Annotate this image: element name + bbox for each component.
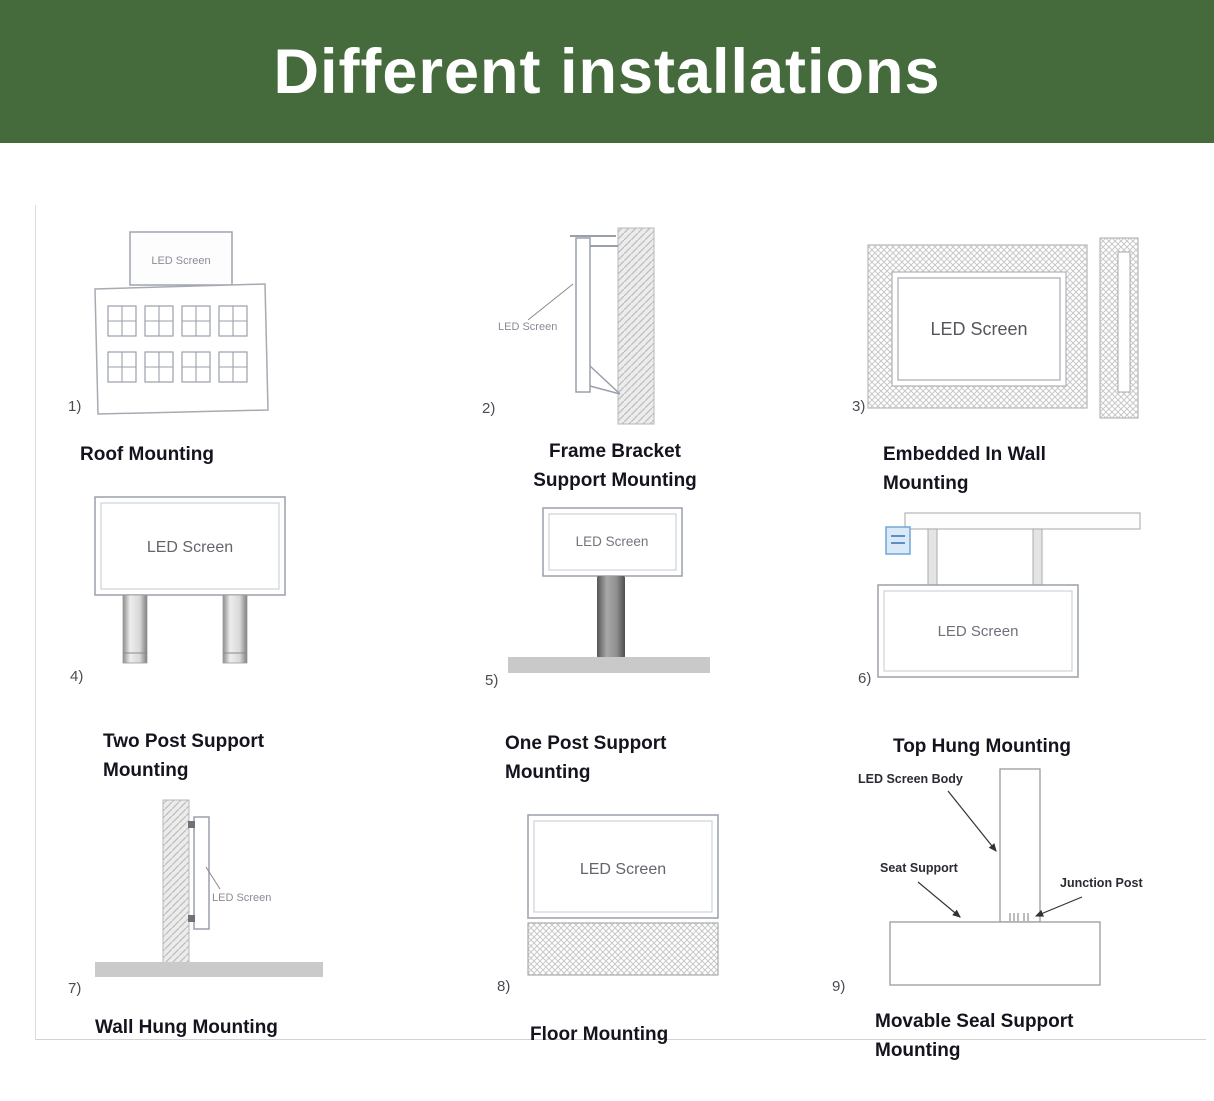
led-screen-label: LED Screen: [938, 623, 1019, 640]
caption-movable-seal-mounting: Movable Seal Support Mounting: [875, 1011, 1074, 1061]
frame-bracket-diagram: LED Screen: [498, 227, 655, 425]
led-screen-body-label: LED Screen Body: [858, 772, 963, 786]
top-hung-diagram: LED Screen: [877, 512, 1141, 678]
roof-mounting-diagram: LED Screen: [94, 231, 269, 415]
content-frame: [35, 205, 1206, 1040]
header-banner: Different installations: [0, 0, 1214, 143]
figure-number-6: 6): [858, 670, 872, 687]
embedded-wall-diagram: LED Screen: [867, 237, 1139, 419]
ground-base: [95, 962, 323, 977]
cell-movable-seal-mounting: LED Screen Body Seat Support Junction Po…: [820, 755, 1180, 1075]
mounting-clips: [188, 821, 195, 922]
led-screen-label: LED Screen: [576, 534, 649, 549]
bottom-brace: [589, 365, 621, 395]
caption-wall-hung-mounting: Wall Hung Mounting: [95, 1017, 278, 1038]
hanging-brackets: [927, 528, 1043, 588]
figure-number-9: 9): [832, 978, 846, 995]
cell-floor-mounting: LED Screen 8) Floor Mounting: [495, 808, 745, 1078]
hoist-icon: [885, 526, 911, 555]
support-post: [597, 576, 625, 658]
caption-two-post-mounting: Two Post Support Mounting: [103, 731, 265, 781]
led-screen-label: LED Screen: [212, 892, 271, 904]
junction-post-label: Junction Post: [1060, 876, 1143, 890]
led-screen-box: [527, 814, 719, 919]
building-body: [94, 283, 269, 415]
rooftop-led-screen-box: [129, 231, 233, 286]
led-screen-inner-frame: [548, 513, 677, 571]
led-screen-box: [877, 584, 1079, 678]
wall-hatch-texture: [617, 227, 655, 425]
led-screen-label: LED Screen: [930, 319, 1027, 339]
led-screen-panel: [193, 816, 210, 930]
cell-one-post-mounting: LED Screen 5) One Post Support Mounting: [475, 500, 745, 800]
led-screen-inner-frame: [533, 820, 713, 913]
led-screen-inner-frame: [883, 590, 1073, 672]
cell-embedded-wall-mounting: LED Screen 3) Embedded In Wall Mounting: [830, 232, 1160, 522]
floor-plinth: [527, 922, 719, 976]
cell-two-post-mounting: LED Screen 4) Two Post Support Mounting: [60, 490, 330, 790]
seat-arrow: [917, 881, 961, 918]
screen-recess: [891, 271, 1067, 387]
caption-floor-mounting: Floor Mounting: [530, 1024, 669, 1045]
cell-wall-hung-mounting: LED Screen 7) Wall Hung Mounting: [60, 795, 350, 1075]
caption-one-post-mounting: One Post Support Mounting: [505, 733, 667, 783]
led-screen-panel: [575, 237, 591, 393]
caption-embedded-wall-mounting: Embedded In Wall Mounting: [883, 444, 1046, 494]
two-post-diagram: LED Screen: [94, 496, 286, 664]
figure-number-7: 7): [68, 980, 82, 997]
figure-number-4: 4): [70, 668, 84, 685]
floor-mounting-diagram: LED Screen: [527, 814, 719, 976]
figure-number-5: 5): [485, 672, 499, 689]
one-post-diagram: LED Screen: [508, 507, 710, 673]
led-screen-label: LED Screen: [498, 321, 557, 333]
cell-roof-mounting: LED Screen 1) Roof Mounting: [60, 222, 330, 512]
figure-number-8: 8): [497, 978, 511, 995]
support-posts: [122, 594, 248, 664]
figure-number-3: 3): [852, 398, 866, 415]
side-screen-profile: [1117, 251, 1131, 393]
seat-support-label: Seat Support: [880, 861, 959, 875]
label-pointer-line: [205, 866, 221, 890]
label-pointer-line: [527, 283, 574, 321]
seat-support-base: [889, 921, 1101, 986]
led-screen-label: LED Screen: [580, 861, 666, 878]
junction-arrow: [1034, 896, 1083, 917]
led-screen-box: [897, 277, 1061, 381]
page-title: Different installations: [273, 36, 941, 107]
led-screen-box: [94, 496, 286, 596]
caption-frame-bracket-mounting: Frame Bracket Support Mounting: [533, 441, 697, 491]
wall-hung-diagram: LED Screen: [95, 799, 323, 977]
led-screen-label: LED Screen: [147, 539, 233, 556]
led-screen-inner-frame: [100, 502, 280, 590]
led-screen-label: LED Screen: [151, 255, 210, 267]
movable-seal-diagram: LED Screen Body Seat Support Junction Po…: [858, 768, 1143, 986]
caption-roof-mounting: Roof Mounting: [80, 444, 215, 465]
ground-base: [508, 657, 710, 673]
junction-post-marks: [1009, 913, 1029, 921]
cell-top-hung-mounting: LED Screen 6) Top Hung Mounting: [830, 505, 1170, 795]
top-bracket: [570, 235, 618, 247]
ceiling-slab: [904, 512, 1141, 530]
figure-number-2: 2): [482, 400, 496, 417]
led-screen-body-post: [999, 768, 1041, 923]
cell-frame-bracket-mounting: LED Screen 2) Frame Bracket Support Moun…: [470, 226, 740, 516]
caption-top-hung-mounting: Top Hung Mounting: [893, 736, 1071, 757]
wall-hatch-texture: [162, 799, 190, 969]
body-arrow: [947, 790, 997, 852]
figure-number-1: 1): [68, 398, 82, 415]
